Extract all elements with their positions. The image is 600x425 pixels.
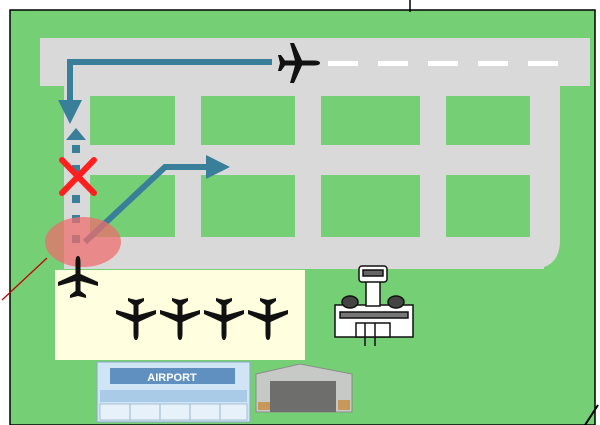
- taxiway-v1: [175, 86, 201, 269]
- hangar-icon: [256, 364, 352, 412]
- terminal-sign: AIRPORT: [147, 372, 197, 384]
- conflict-zone: [45, 217, 121, 267]
- airport-terminal-icon: AIRPORT: [97, 362, 250, 422]
- taxiway-v3: [420, 86, 446, 269]
- taxiway-v2: [295, 86, 321, 269]
